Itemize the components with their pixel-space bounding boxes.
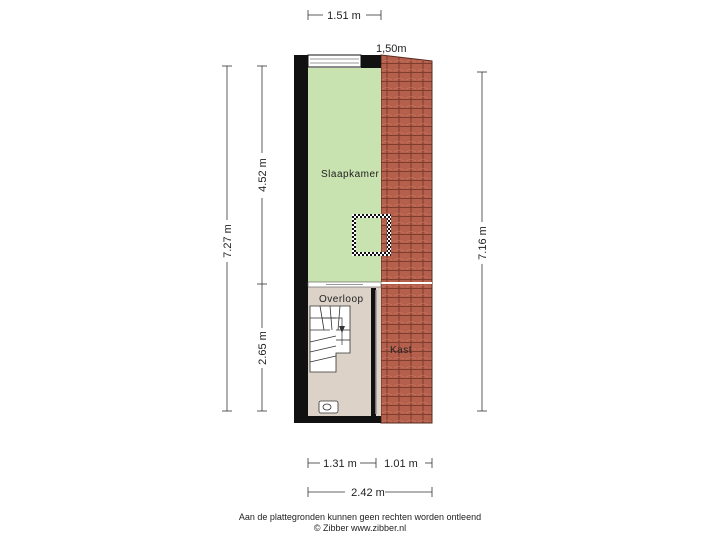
dimension-right [477,71,487,412]
room-label-bedroom: Slaapkamer [321,169,380,180]
partition-wall [307,281,382,288]
dimension-left-total-label: 7.27 m [222,224,234,258]
dimension-bottom-right-label: 1.01 m [384,458,418,470]
top-window [307,54,362,68]
copyright-text: © Zibber www.zibber.nl [313,523,407,533]
room-label-storage: Kast [390,345,412,356]
toilet [318,400,339,414]
dimension-left-lower-label: 2.65 m [257,331,269,365]
dimension-bottom-left-label: 1.31 m [323,458,357,470]
walls [294,55,381,423]
bedroom-floor [308,68,381,282]
dimension-window-label: 1,50m [376,43,407,55]
dimension-bottom-total-label: 2.42 m [351,487,385,499]
dimension-left [222,65,267,412]
disclaimer-text: Aan de plattegronden kunnen geen rechten… [238,512,482,522]
room-label-landing: Overloop [319,294,364,305]
dimension-top [307,10,382,20]
staircase [309,305,351,373]
dimension-top-label: 1.51 m [327,10,361,22]
dimension-left-upper-label: 4.52 m [257,158,269,192]
attic-hatch [352,214,391,256]
dimension-right-total-label: 7.16 m [477,226,489,260]
dimension-bottom [307,458,433,497]
